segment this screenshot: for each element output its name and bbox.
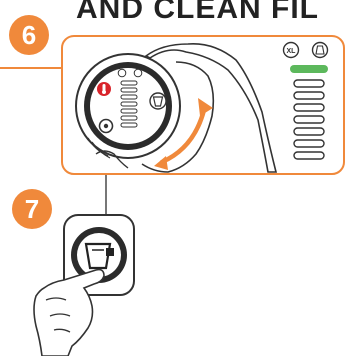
pointing-finger-icon bbox=[34, 270, 104, 356]
size-xl-label: XL bbox=[287, 48, 297, 55]
thermometer-icon bbox=[97, 82, 111, 96]
level-indicator-active bbox=[290, 65, 328, 73]
